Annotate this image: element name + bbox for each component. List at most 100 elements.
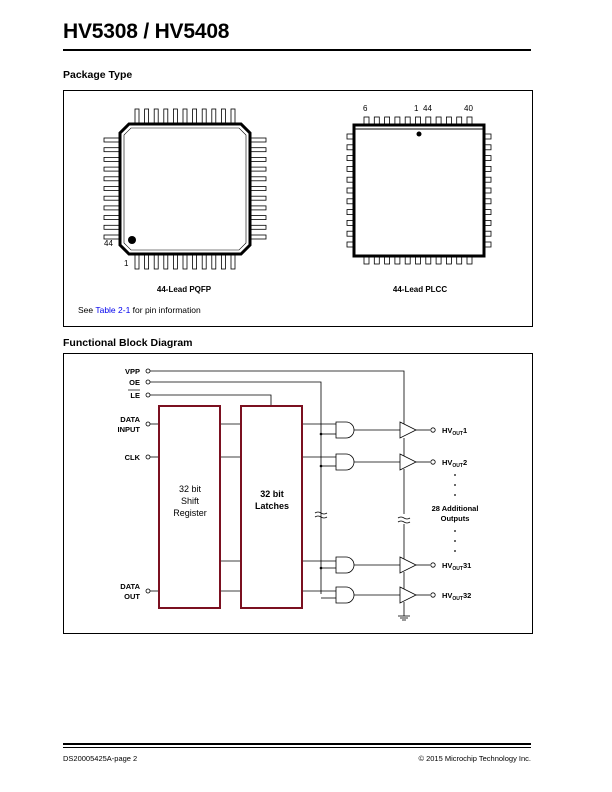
note-prefix: See	[78, 305, 96, 315]
latches-block	[240, 405, 303, 609]
plcc-pin	[373, 116, 380, 125]
pqfp-pin1-dot	[128, 236, 136, 244]
pqfp-pin	[220, 254, 226, 270]
pqfp-bevel	[123, 127, 247, 251]
pqfp-pin	[144, 108, 149, 124]
pqfp-pin	[250, 224, 267, 230]
plcc-pin	[346, 209, 354, 215]
hv-out1-label: HVOUT1	[442, 426, 467, 437]
plcc-pin	[425, 256, 432, 265]
pqfp-pin	[182, 254, 188, 270]
pqfp-pin	[173, 108, 178, 124]
and-gate-32	[335, 586, 355, 604]
pqfp-pin	[153, 254, 159, 270]
plcc-package	[346, 116, 492, 265]
title-rule	[63, 49, 531, 51]
pqfp-pin	[144, 254, 149, 270]
package-drawings: 44 1 44-Lead PQFP 6 1 44 40 44-Lead PLCC	[103, 104, 492, 294]
pqfp-pin	[230, 108, 236, 124]
pqfp-pin	[103, 205, 120, 211]
plcc-pin	[346, 241, 354, 248]
vpp-line	[150, 370, 405, 429]
pqfp-pin	[230, 254, 236, 270]
le-line	[150, 394, 272, 406]
pqfp-caption: 44-Lead PQFP	[157, 285, 212, 294]
pqfp-pin	[201, 254, 207, 270]
clk-terminal	[145, 454, 151, 460]
pqfp-pin	[103, 166, 120, 172]
plcc-pin	[484, 230, 492, 237]
plcc-pin	[394, 256, 401, 265]
plcc-body	[352, 123, 486, 258]
pqfp-pin	[163, 108, 169, 124]
pqfp-pin	[153, 108, 159, 124]
pqfp-pin	[103, 176, 120, 182]
plcc-pin	[346, 166, 354, 172]
plcc-pin	[363, 116, 370, 125]
pqfp-pin	[192, 254, 198, 270]
and-gate-1	[335, 421, 355, 439]
footer-right: © 2015 Microchip Technology Inc.	[418, 754, 531, 763]
plcc-pin	[445, 116, 452, 125]
hv-out2-terminal	[430, 459, 436, 465]
latches-label-1: 32 bit	[260, 489, 284, 499]
and-gate-2	[335, 453, 355, 471]
pqfp-pin	[250, 147, 267, 153]
pqfp-pin	[250, 176, 267, 182]
plcc-pin	[346, 198, 354, 205]
plcc-pin	[484, 155, 492, 161]
plcc-pin	[435, 256, 442, 265]
and-gate-31	[335, 556, 355, 574]
plcc-pin	[456, 116, 463, 125]
pqfp-pin	[250, 234, 267, 240]
pqfp-pin	[103, 137, 120, 143]
data-out-label-2: OUT	[124, 592, 140, 601]
plcc-pin	[484, 144, 492, 151]
pqfp-pin	[182, 108, 188, 124]
pqfp-pin44-label: 44	[104, 239, 113, 248]
hv-out1-terminal	[430, 427, 436, 433]
hv-out31-label: HVOUT31	[442, 561, 471, 572]
plcc-pin	[484, 198, 492, 205]
plcc-caption: 44-Lead PLCC	[393, 285, 447, 294]
plcc-pin1-label: 1	[414, 104, 419, 113]
plcc-pin	[384, 256, 391, 265]
plcc-pin	[415, 116, 421, 125]
pqfp-pin	[134, 254, 140, 270]
footer-left: DS20005425A-page 2	[63, 754, 138, 763]
table-2-1-link[interactable]: Table 2-1	[95, 305, 131, 315]
plcc-pin40-label: 40	[464, 104, 473, 113]
additional-outputs-label-1: 28 Additional	[432, 504, 479, 513]
plcc-pin	[384, 116, 391, 125]
data-out-label-1: DATA	[120, 582, 140, 591]
plcc-pin	[373, 256, 380, 265]
plcc-pin	[435, 116, 442, 125]
footer-rule	[63, 743, 531, 745]
hv-out32-terminal	[430, 592, 436, 598]
plcc-pin	[456, 256, 463, 265]
pqfp-pin	[250, 157, 267, 162]
plcc-pin	[346, 187, 354, 194]
plcc-pin	[484, 133, 492, 140]
pqfp-pin	[192, 108, 198, 124]
pqfp-pin	[173, 254, 178, 270]
plcc-pin	[484, 209, 492, 215]
le-label: LE	[130, 391, 140, 400]
plcc-pin	[466, 116, 473, 125]
plcc-pin	[404, 116, 411, 125]
pqfp-pin	[103, 224, 120, 230]
pqfp-pin	[103, 147, 120, 153]
plcc-pin	[484, 241, 492, 248]
pqfp-pin	[211, 108, 217, 124]
pqfp-pin	[103, 215, 120, 220]
data-input-label-1: DATA	[120, 415, 140, 424]
footer-rule-thin	[63, 747, 531, 748]
vpp-label: VPP	[125, 367, 140, 376]
plcc-pin	[404, 256, 411, 265]
pqfp-pin	[250, 186, 267, 191]
plcc-pin	[484, 176, 492, 183]
pqfp-body	[118, 122, 252, 256]
package-type-frame: 44 1 44-Lead PQFP 6 1 44 40 44-Lead PLCC…	[63, 90, 533, 327]
plcc-pin	[466, 256, 473, 265]
pqfp-pin	[103, 186, 120, 191]
